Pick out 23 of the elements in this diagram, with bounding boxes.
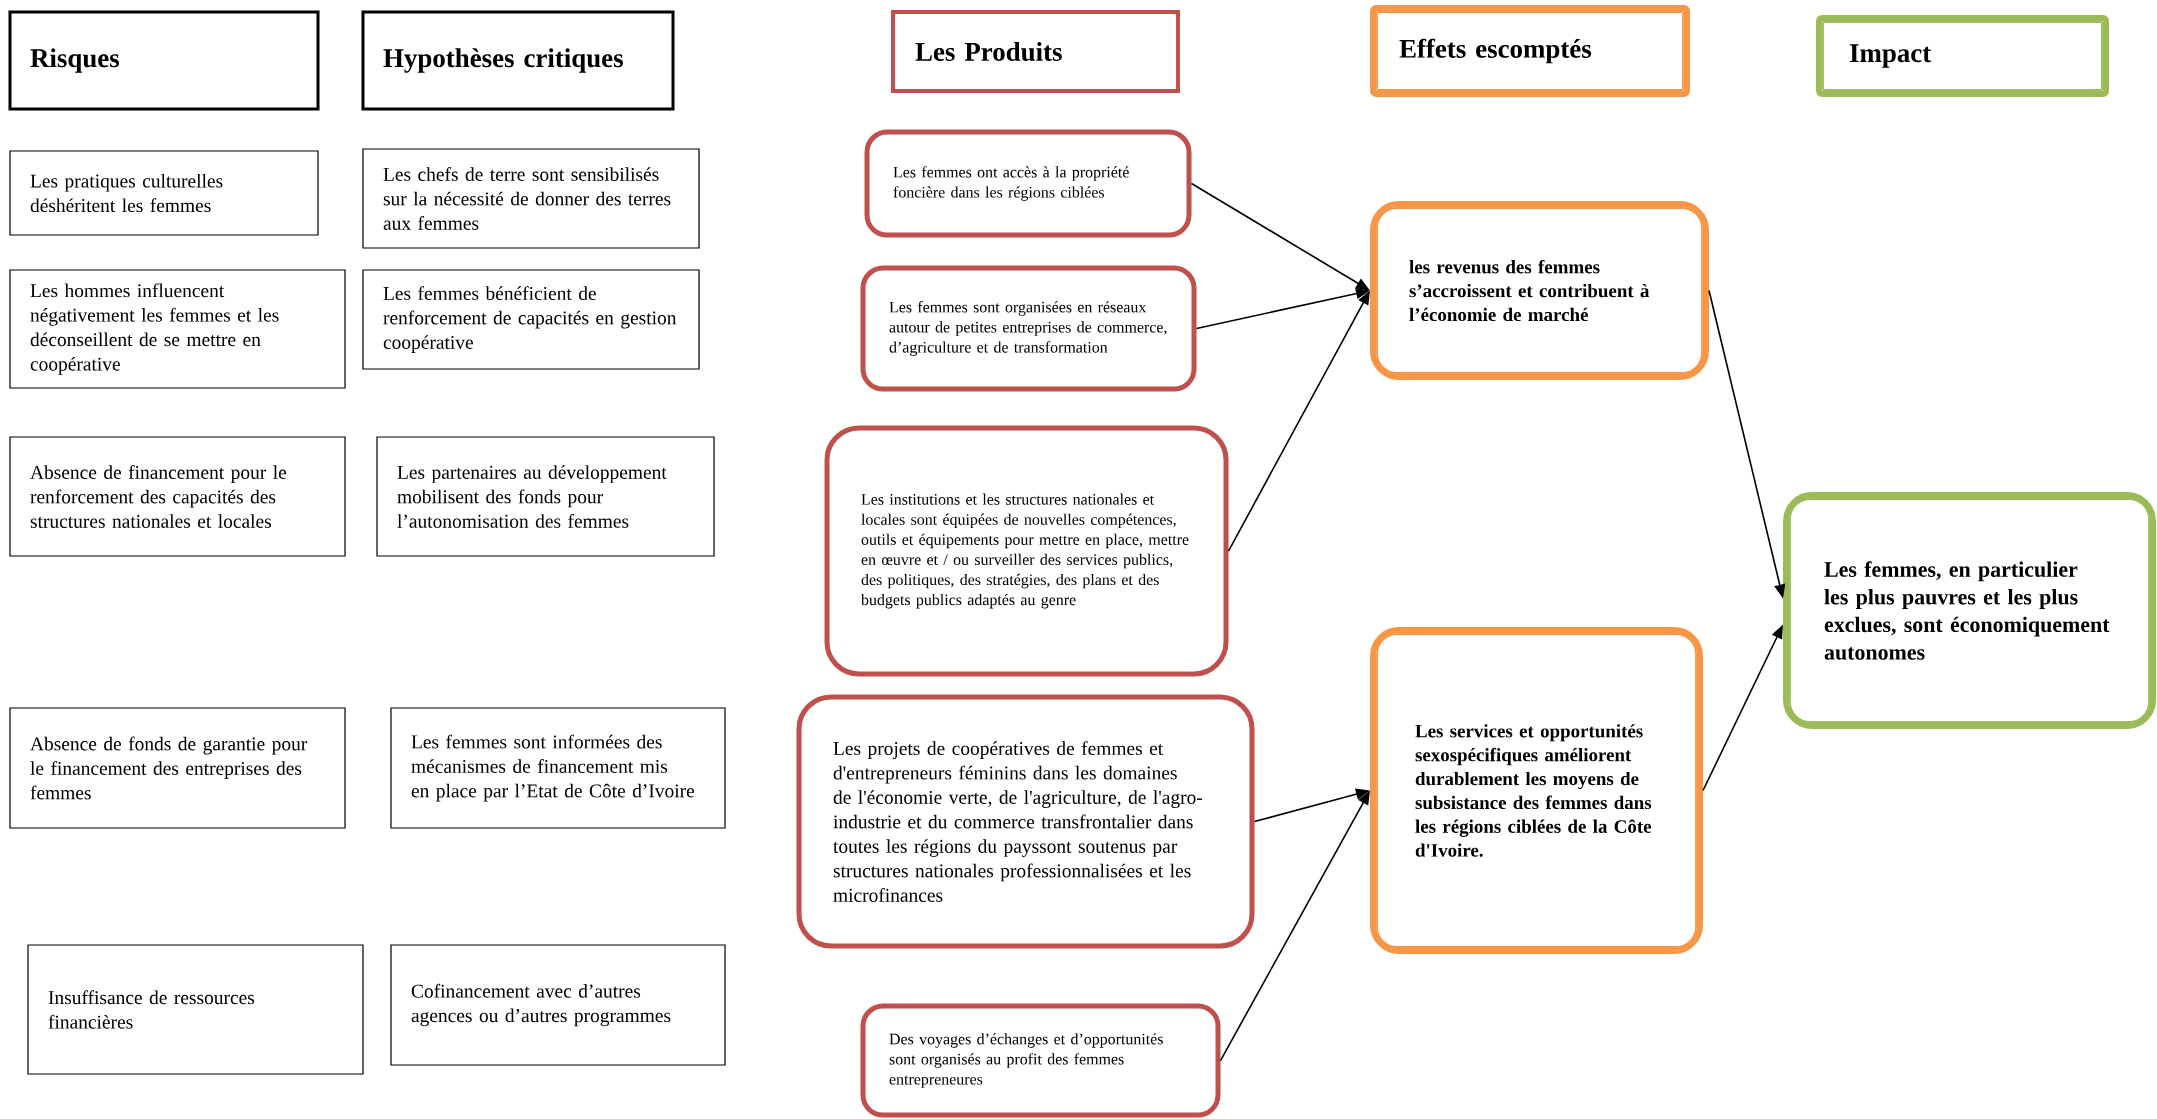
risk-box: Insuffisance de ressources financières	[27, 944, 364, 1075]
impact-box: Les femmes, en particulier les plus pauvres et les plus exclues, sont économiquement autonomes	[1783, 492, 2156, 729]
output-box: Les institutions et les structures nationales et locales sont équipées de nouvelles compétences, outils et équipements pour mettre en place, mettre en œuvre et / ou surveiller des services publics, des politiques, des stratégies, des plans et des budgets publics adaptés au genre	[824, 425, 1229, 677]
column-heading: Effets escomptés	[1370, 5, 1690, 97]
column-heading: Impact	[1816, 15, 2109, 97]
output-box: Les femmes sont organisées en réseaux autour de petites entreprises de commerce, d’agriculture et de transformation	[860, 265, 1197, 392]
risk-box: Absence de financement pour le renforcement des capacités des structures nationales et locales	[9, 436, 346, 557]
output-box: Des voyages d’échanges et d’opportunités sont organisés au profit des femmes entrepreneures	[860, 1003, 1221, 1118]
assumption-box: Les partenaires au développement mobilisent des fonds pour l’autonomisation des femmes	[376, 436, 715, 557]
assumption-box: Les femmes sont informées des mécanismes de financement mis en place par l’Etat de Côte d’Ivoire	[390, 707, 726, 829]
outcome-box: Les services et opportunités sexospécifiques améliorent durablement les moyens de subsistance des femmes dans les régions ciblées de la Côte d'Ivoire.	[1370, 627, 1703, 954]
risk-box: Les pratiques culturelles déshéritent les femmes	[9, 150, 319, 236]
assumption-box: Cofinancement avec d’autres agences ou d’autres programmes	[390, 944, 726, 1066]
column-heading: Hypothèses critiques	[361, 10, 675, 111]
column-heading: Risques	[8, 10, 320, 111]
outcome-box: les revenus des femmes s’accroissent et contribuent à l’économie de marché	[1370, 201, 1709, 380]
output-box: Les femmes ont accès à la propriété foncière dans les régions ciblées	[864, 129, 1192, 238]
output-box: Les projets de coopératives de femmes et d'entrepreneurs féminins dans les domaines de l'économie verte, de l'agriculture, de l'agro-industrie et du commerce transfrontalier dans toutes les régions du payssont soutenus par structures nationales professionnalisées et les microfinances	[796, 694, 1255, 949]
assumption-box: Les femmes bénéficient de renforcement de capacités en gestion coopérative	[362, 269, 700, 370]
risk-box: Absence de fonds de garantie pour le financement des entreprises des femmes	[9, 707, 346, 829]
risk-box: Les hommes influencent négativement les femmes et les déconseillent de se mettre en coopérative	[9, 269, 346, 389]
assumption-box: Les chefs de terre sont sensibilisés sur la nécessité de donner des terres aux femmes	[362, 148, 700, 249]
column-heading: Les Produits	[891, 10, 1180, 93]
